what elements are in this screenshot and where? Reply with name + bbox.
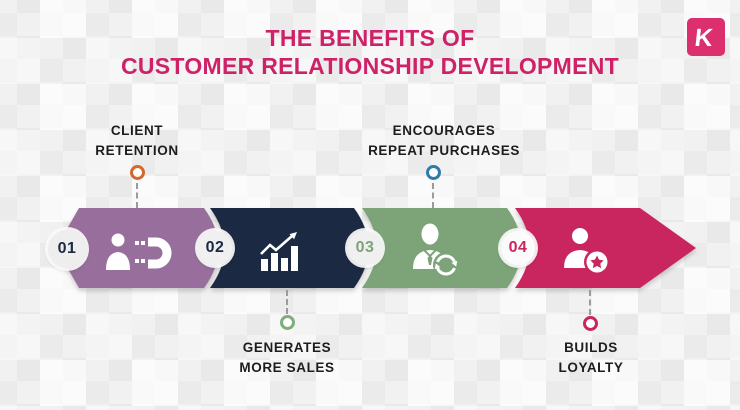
step-1-connector-line xyxy=(136,183,138,208)
step-2-number-badge: 02 xyxy=(198,231,232,265)
bar-chart-growth-icon xyxy=(260,232,298,271)
step-4-dot xyxy=(583,316,598,331)
step-1-label-line1: CLIENT xyxy=(110,123,164,138)
step-4-label: BUILDS LOYALTY xyxy=(559,338,624,378)
page-title: THE BENEFITS OF CUSTOMER RELATIONSHIP DE… xyxy=(0,24,740,80)
step-3-connector-line xyxy=(432,183,434,208)
step-3-label-line2: REPEAT PURCHASES xyxy=(368,143,520,158)
segment-2-shape xyxy=(210,208,369,288)
page-title-line1: THE BENEFITS OF xyxy=(265,25,475,51)
step-1-label: CLIENT RETENTION xyxy=(95,121,178,161)
brand-logo: K xyxy=(686,17,726,57)
segment-1-shape xyxy=(56,208,219,288)
segment-3-shape xyxy=(362,208,522,288)
step-3-dot xyxy=(426,165,441,180)
step-2-label-line2: MORE SALES xyxy=(239,360,335,375)
step-1-number-badge: 01 xyxy=(48,230,86,268)
svg-text:K: K xyxy=(693,24,714,52)
person-magnet-icon xyxy=(106,233,172,270)
step-3-label-line1: ENCOURAGES xyxy=(392,123,496,138)
segment-4-shape xyxy=(515,208,696,288)
step-4-connector-line xyxy=(589,290,591,315)
customer-repeat-icon xyxy=(413,223,459,278)
loyal-customer-star-icon xyxy=(564,228,610,275)
page-title-line2: CUSTOMER RELATIONSHIP DEVELOPMENT xyxy=(120,53,620,79)
step-4-label-line2: LOYALTY xyxy=(558,360,624,375)
step-3-label: ENCOURAGES REPEAT PURCHASES xyxy=(368,121,520,161)
step-1-label-line2: RETENTION xyxy=(95,143,179,158)
step-4-label-line1: BUILDS xyxy=(564,340,618,355)
step-2-label-line1: GENERATES xyxy=(242,340,332,355)
step-2-connector-line xyxy=(286,290,288,314)
brand-logo-icon: K xyxy=(687,18,725,56)
step-4-number-badge: 04 xyxy=(501,231,535,265)
step-1-dot xyxy=(130,165,145,180)
step-2-label: GENERATES MORE SALES xyxy=(239,338,334,378)
step-3-number-badge: 03 xyxy=(348,231,382,265)
step-2-dot xyxy=(280,315,295,330)
